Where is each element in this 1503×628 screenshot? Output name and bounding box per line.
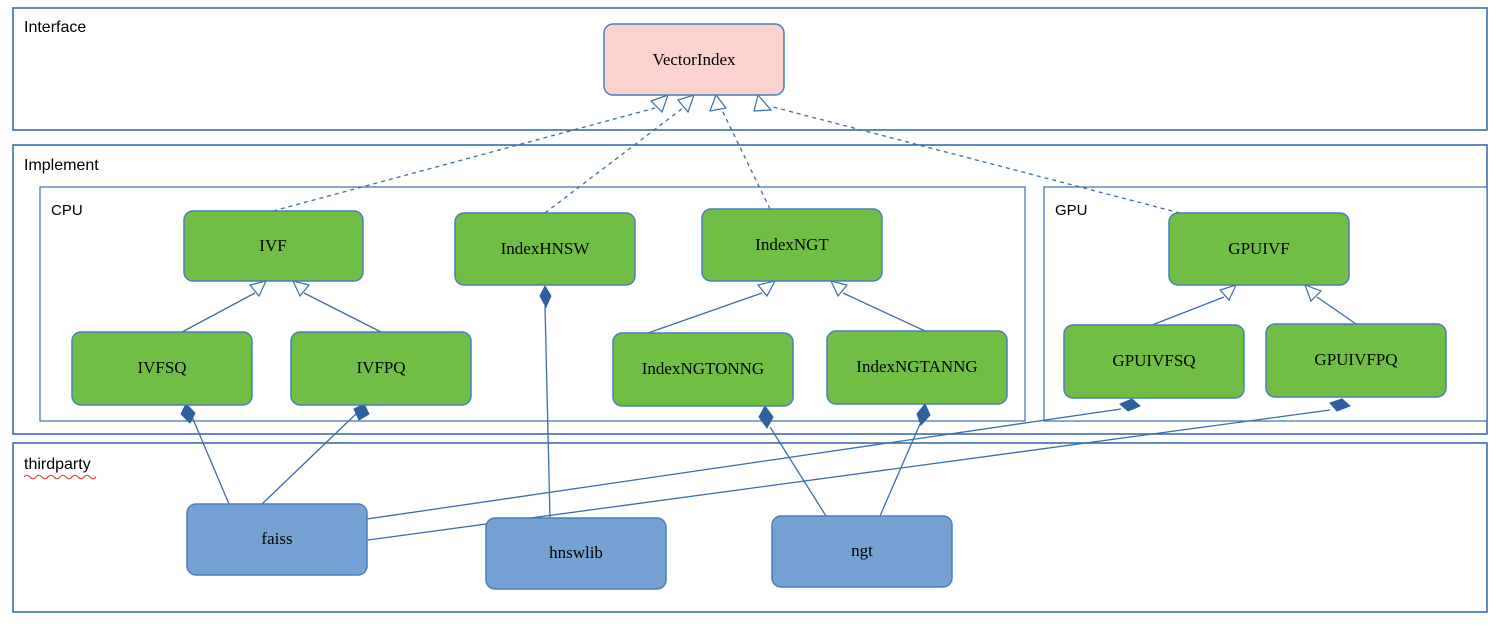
edge-line [720, 107, 771, 210]
node-gpuivfsq-label: GPUIVFSQ [1112, 351, 1195, 370]
group-thirdparty-label: thirdparty [24, 456, 91, 473]
group-interface-label: Interface [24, 19, 86, 36]
edge-line [544, 305, 551, 519]
edge-faiss-to-gpuivfsq [366, 398, 1141, 520]
generalization-arrowhead [248, 280, 268, 298]
edge-line [366, 408, 1122, 520]
edge-line [879, 423, 921, 517]
node-gpuivfpq[interactable]: GPUIVFPQ [1265, 323, 1447, 398]
edge-line [181, 292, 256, 333]
edge-line [647, 292, 763, 334]
composition-diamond [353, 403, 370, 421]
edge-ngt-to-indexngtonng [758, 405, 827, 517]
edge-ngt-to-indexngtanng [879, 403, 931, 517]
composition-diamond [1329, 398, 1351, 412]
node-ngt[interactable]: ngt [771, 515, 953, 588]
generalization-arrowhead [1303, 283, 1323, 303]
node-ivfpq-box[interactable] [290, 331, 472, 406]
node-gpuivfsq-box[interactable] [1063, 324, 1245, 399]
node-indexngt[interactable]: IndexNGT [701, 208, 883, 282]
edge-line [261, 411, 359, 505]
edge-faiss-to-ivfpq [261, 403, 370, 505]
edge-line [272, 107, 656, 212]
group-gpu-label: GPU [1055, 202, 1088, 219]
node-vectorindex-box[interactable] [603, 23, 785, 96]
group-cpu-label: CPU [51, 202, 83, 219]
edge-gpuivfpq-to-gpuivf [1303, 283, 1357, 325]
edge-gpuivf-to-vectorindex [753, 93, 1181, 214]
composition-diamond [1119, 398, 1141, 412]
node-indexhnsw-label: IndexHNSW [501, 239, 591, 258]
node-indexngt-label: IndexNGT [755, 235, 829, 254]
node-indexhnsw[interactable]: IndexHNSW [454, 212, 636, 286]
node-indexngtonng[interactable]: IndexNGTONNG [612, 332, 794, 407]
node-gpuivfpq-box[interactable] [1265, 323, 1447, 398]
composition-diamond [916, 403, 931, 426]
node-ivfsq[interactable]: IVFSQ [71, 331, 253, 406]
node-indexngt-box[interactable] [701, 208, 883, 282]
node-ivf-label: IVF [259, 236, 286, 255]
edge-indexngtanng-to-indexngt [829, 280, 926, 332]
edge-line [1316, 296, 1357, 325]
edge-line [189, 411, 230, 505]
edge-line [1151, 296, 1225, 326]
composition-diamond [180, 403, 196, 424]
node-ivfpq-label: IVFPQ [356, 358, 405, 377]
node-hnswlib[interactable]: hnswlib [485, 517, 667, 590]
node-indexngtanng-box[interactable] [826, 330, 1008, 405]
node-indexngtonng-box[interactable] [612, 332, 794, 407]
node-indexhnsw-box[interactable] [454, 212, 636, 286]
edge-ivfsq-to-ivf [181, 280, 268, 333]
generalization-arrowhead [756, 280, 777, 298]
edge-line [544, 107, 684, 214]
edge-faiss-to-ivfsq [180, 403, 230, 505]
node-gpuivfsq[interactable]: GPUIVFSQ [1063, 324, 1245, 399]
edge-indexhnsw-to-vectorindex [544, 94, 695, 214]
node-ivf[interactable]: IVF [183, 210, 364, 282]
generalization-arrowhead [291, 280, 311, 298]
composition-diamond [758, 405, 774, 429]
node-gpuivf[interactable]: GPUIVF [1168, 212, 1350, 286]
spellcheck-underline [23, 474, 97, 480]
composition-diamond [539, 284, 552, 309]
node-indexngtanng-label: IndexNGTANNG [856, 357, 977, 376]
node-ivfsq-label: IVFSQ [137, 358, 186, 377]
node-ivfpq[interactable]: IVFPQ [290, 331, 472, 406]
edge-line [769, 426, 827, 517]
node-gpuivfpq-label: GPUIVFPQ [1314, 350, 1397, 369]
edge-indexngtonng-to-indexngt [647, 280, 777, 334]
edge-gpuivfsq-to-gpuivf [1151, 284, 1238, 326]
generalization-arrowhead [829, 280, 849, 298]
node-vectorindex[interactable]: VectorIndex [603, 23, 785, 96]
generalization-arrowhead [1218, 284, 1238, 302]
edge-indexngt-to-vectorindex [709, 93, 771, 210]
edge-line [772, 106, 1181, 214]
realization-arrowhead [649, 94, 669, 114]
realization-arrowhead [709, 93, 728, 112]
node-gpuivf-label: GPUIVF [1228, 239, 1289, 258]
node-gpuivf-box[interactable] [1168, 212, 1350, 286]
node-ivfsq-box[interactable] [71, 331, 253, 406]
edge-ivf-to-vectorindex [272, 94, 669, 212]
node-faiss-label: faiss [261, 529, 292, 548]
node-vectorindex-label: VectorIndex [652, 50, 736, 69]
realization-arrowhead [676, 94, 695, 114]
realization-arrowhead [753, 93, 773, 112]
node-faiss[interactable]: faiss [186, 503, 368, 576]
node-ngt-label: ngt [851, 541, 873, 560]
node-indexngtonng-label: IndexNGTONNG [642, 359, 764, 378]
node-hnswlib-box[interactable] [485, 517, 667, 590]
node-ngt-box[interactable] [771, 515, 953, 588]
node-ivf-box[interactable] [183, 210, 364, 282]
group-implement-label: Implement [24, 157, 99, 174]
edge-line [842, 292, 926, 332]
edge-ivfpq-to-ivf [291, 280, 382, 333]
edge-line [303, 292, 382, 333]
node-hnswlib-label: hnswlib [549, 543, 603, 562]
edge-hnswlib-to-indexhnsw [539, 284, 552, 519]
node-faiss-box[interactable] [186, 503, 368, 576]
node-indexngtanng[interactable]: IndexNGTANNG [826, 330, 1008, 405]
